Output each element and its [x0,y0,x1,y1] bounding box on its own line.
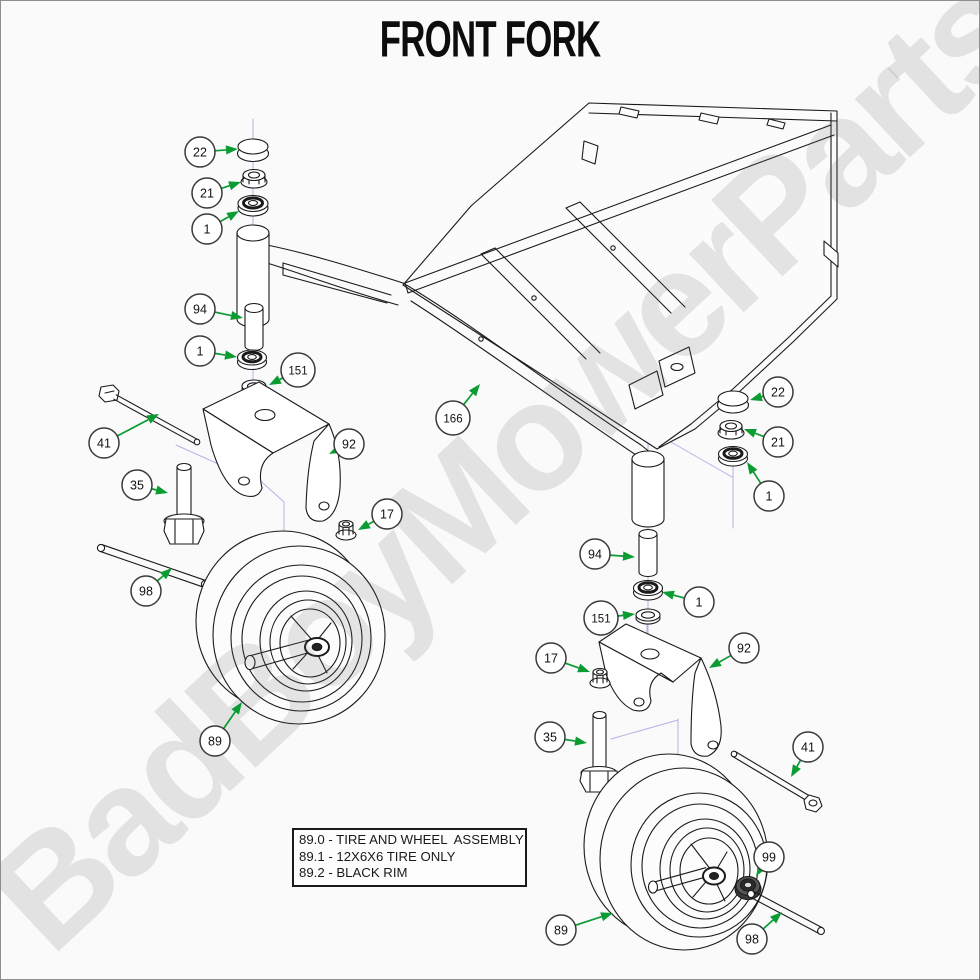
callout-89: 89 [199,702,242,757]
callout-1: 1 [662,586,715,618]
right-fork-assembly [579,390,823,813]
svg-text:21: 21 [771,435,785,449]
callout-41: 41 [791,731,824,777]
svg-text:1: 1 [204,222,211,236]
page-title: FRONT FORK [379,10,601,68]
callout-151: 151 [583,600,635,636]
legend-box: 89.0 - TIRE AND WHEEL ASSEMBLY 89.1 - 12… [292,828,527,887]
svg-text:151: 151 [591,613,610,625]
callout-35: 35 [121,469,168,501]
callout-98: 98 [130,568,172,607]
legend-line: 89.1 - 12X6X6 TIRE ONLY [299,848,456,864]
callout-99: 99 [753,841,785,876]
callout-21: 21 [744,426,794,458]
svg-text:1: 1 [197,344,204,358]
svg-text:41: 41 [801,740,815,754]
svg-text:22: 22 [193,145,207,159]
callout-22: 22 [184,136,238,168]
callout-94: 94 [579,538,635,570]
svg-text:94: 94 [193,302,207,316]
callout-35: 35 [534,721,587,753]
svg-text:94: 94 [588,547,602,561]
right-wheel [583,753,825,951]
svg-text:17: 17 [380,507,394,521]
svg-text:1: 1 [696,595,703,609]
svg-text:41: 41 [97,436,111,450]
callout-17: 17 [535,642,590,674]
left-wheel [195,530,386,725]
callout-1: 1 [747,462,785,512]
svg-text:1: 1 [766,489,773,503]
svg-text:17: 17 [544,651,558,665]
callout-1: 1 [191,211,239,245]
svg-text:92: 92 [342,437,356,451]
callout-17: 17 [358,498,403,530]
svg-text:166: 166 [443,413,462,425]
svg-text:35: 35 [130,478,144,492]
callout-92: 92 [709,632,760,668]
legend-line: 89.2 - BLACK RIM [299,865,408,880]
legend-line: 89.0 - TIRE AND WHEEL ASSEMBLY [299,832,524,847]
callout-1: 1 [184,335,237,367]
callout-98: 98 [736,912,782,955]
svg-text:22: 22 [771,385,785,399]
svg-text:98: 98 [745,932,759,946]
svg-text:98: 98 [139,584,153,598]
callout-166: 166 [435,384,480,436]
svg-text:89: 89 [554,923,568,937]
callout-151: 151 [269,352,316,388]
callout-89: 89 [545,912,613,946]
callout-22: 22 [750,376,794,408]
callout-92: 92 [329,428,365,460]
callout-94: 94 [184,293,243,325]
svg-text:35: 35 [543,730,557,744]
left-fork-assembly [96,138,357,589]
frame-drawing [266,102,839,462]
svg-text:21: 21 [200,186,214,200]
svg-text:99: 99 [762,850,776,864]
callout-21: 21 [191,177,241,209]
svg-text:89: 89 [208,734,222,748]
svg-text:151: 151 [288,365,307,377]
svg-text:92: 92 [737,641,751,655]
callout-41: 41 [88,414,159,459]
